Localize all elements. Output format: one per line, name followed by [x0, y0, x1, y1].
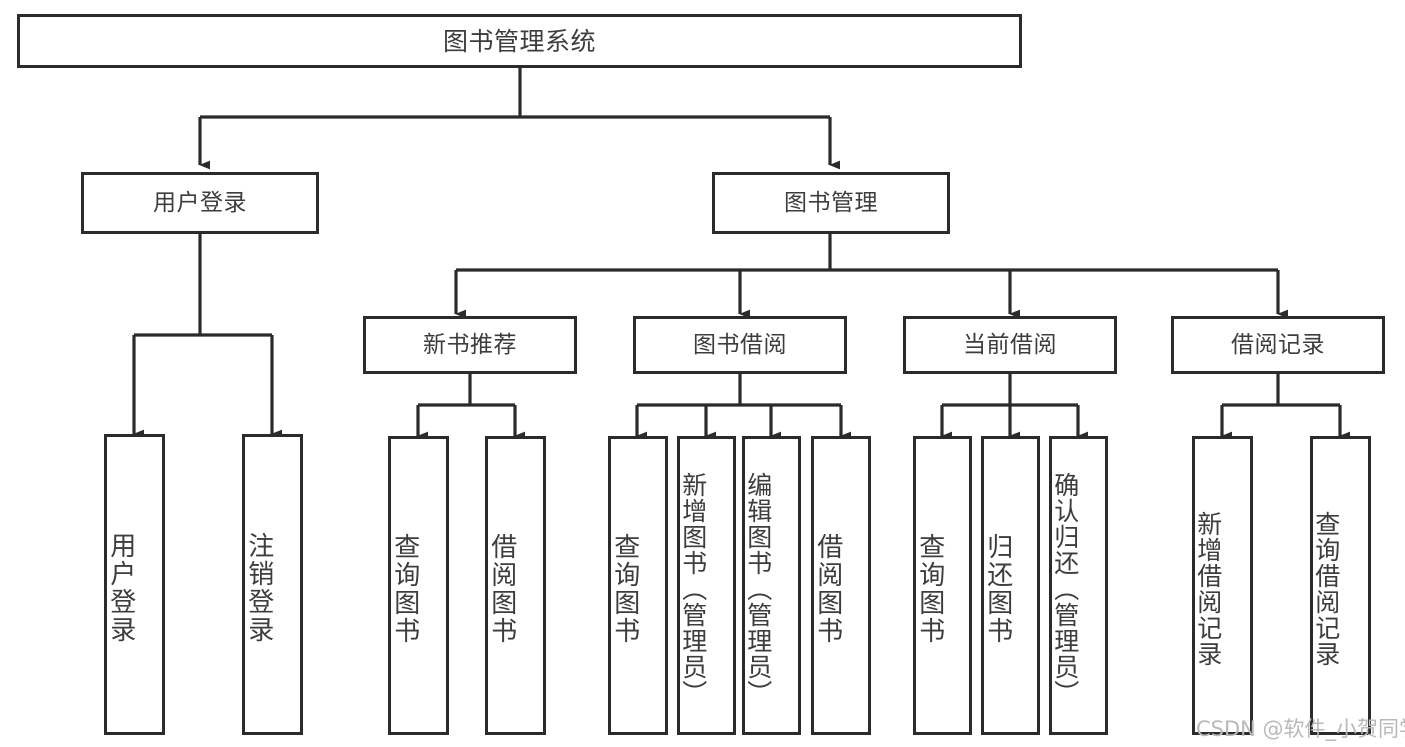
- node-label: 编辑图书（管理员）: [743, 471, 773, 706]
- node-label: 借阅记录: [1231, 331, 1325, 358]
- node-label: 新增借阅记录: [1193, 510, 1223, 667]
- node-leaf-borrow-book-1[interactable]: 借阅图书: [485, 436, 546, 735]
- node-leaf-edit-book-admin[interactable]: 编辑图书（管理员）: [742, 436, 801, 735]
- node-label: 确认归还（管理员）: [1050, 471, 1080, 706]
- node-leaf-borrow-book-2[interactable]: 借阅图书: [811, 436, 871, 735]
- node-book-borrow[interactable]: 图书借阅: [633, 316, 847, 374]
- node-leaf-user-login[interactable]: 用户登录: [104, 434, 165, 735]
- csdn-watermark: CSDN @软件_小贺同学: [1196, 717, 1405, 741]
- node-leaf-add-record[interactable]: 新增借阅记录: [1192, 436, 1253, 735]
- node-leaf-return-book[interactable]: 归还图书: [981, 436, 1040, 735]
- node-label: 图书管理: [784, 189, 878, 216]
- node-label: 当前借阅: [963, 331, 1057, 358]
- node-leaf-query-book-1[interactable]: 查询图书: [388, 436, 449, 735]
- node-borrow-record[interactable]: 借阅记录: [1171, 316, 1385, 374]
- node-label: 图书管理系统: [442, 26, 596, 56]
- node-leaf-logout[interactable]: 注销登录: [242, 434, 303, 735]
- node-user-login[interactable]: 用户登录: [81, 172, 319, 234]
- node-label: 注销登录: [243, 531, 274, 644]
- node-label: 新书推荐: [423, 331, 517, 358]
- node-label: 归还图书: [982, 532, 1013, 645]
- node-label: 查询图书: [609, 532, 640, 645]
- node-label: 新增图书（管理员）: [678, 471, 708, 706]
- node-label: 图书借阅: [693, 331, 787, 358]
- node-leaf-query-record[interactable]: 查询借阅记录: [1310, 436, 1371, 735]
- node-label: 借阅图书: [486, 532, 517, 645]
- node-label: 借阅图书: [812, 532, 843, 645]
- node-label: 用户登录: [153, 189, 247, 216]
- node-book-management[interactable]: 图书管理: [712, 172, 950, 234]
- node-root-system[interactable]: 图书管理系统: [17, 14, 1022, 68]
- node-label: 查询借阅记录: [1311, 510, 1341, 667]
- node-label: 查询图书: [389, 532, 420, 645]
- node-leaf-query-book-2[interactable]: 查询图书: [608, 436, 668, 735]
- node-current-borrow[interactable]: 当前借阅: [903, 316, 1117, 374]
- node-leaf-add-book-admin[interactable]: 新增图书（管理员）: [677, 436, 736, 735]
- node-label: 用户登录: [105, 531, 136, 644]
- node-leaf-query-book-3[interactable]: 查询图书: [913, 436, 972, 735]
- node-leaf-confirm-return-admin[interactable]: 确认归还（管理员）: [1049, 436, 1108, 735]
- node-label: 查询图书: [914, 532, 945, 645]
- node-new-book-recommend[interactable]: 新书推荐: [363, 316, 577, 374]
